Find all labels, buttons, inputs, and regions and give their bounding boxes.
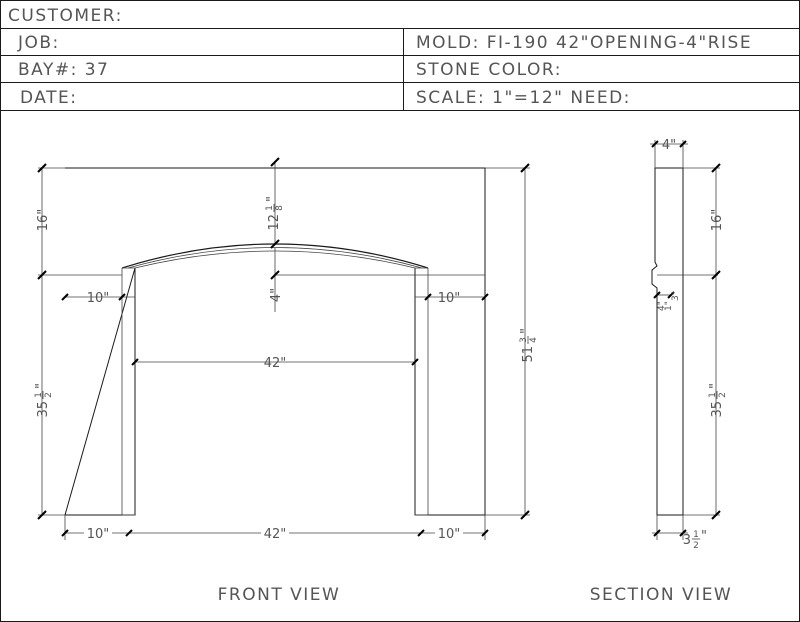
dim-tick [61,293,69,301]
dim-section-leg-height: 35 1 2 " [708,383,728,418]
dim-arch-rise-unit: " [265,196,280,202]
dim-section-leg-height-unit: " [708,383,723,389]
dim-tick [37,510,47,520]
dim-section-leg-height-whole: 35 [710,401,725,418]
dim-tick [411,358,419,366]
dim-tick [679,529,687,537]
dim-arch-rise-den: 8 [275,205,285,211]
dim-tick [270,157,280,167]
dim-section-leg-note-b: 3" [671,291,681,301]
dim-tick [711,510,721,520]
dim-arch-rise-whole: 12 [267,214,282,231]
dim-tick [711,163,721,173]
dim-tick [667,291,675,299]
dim-left-top-leg: 10" [87,291,110,306]
dim-left-bottom-leg: 10" [87,527,110,542]
dim-section-top-height: 16" [710,209,725,232]
dim-section-bottom-depth: 3 1 2 " [683,529,707,551]
dim-total-height-den: 4 [529,337,539,343]
dim-total-height-whole: 51 [521,346,536,363]
dim-right-top-leg: 10" [438,291,461,306]
dim-leg-height-num: 1 [34,392,44,398]
dim-section-leg-height-num: 1 [708,392,718,398]
job-label: JOB: [17,33,60,53]
dim-tick [711,270,721,280]
dim-leg-height: 35 1 2 " [34,383,54,418]
dim-tick [679,140,687,148]
dim-tick [651,140,659,148]
dim-section-leg-height-den: 2 [718,392,728,398]
dim-tick [520,510,530,520]
dim-section-bottom-depth-unit: " [701,529,707,544]
dim-tick [481,293,489,301]
dim-top-height: 16" [36,209,51,232]
dim-tick [37,163,47,173]
dim-label-mask [435,526,463,540]
dim-section-bottom-depth-whole: 3 [683,533,691,548]
dim-section-leg-note-a: 1" [664,301,674,311]
dim-tick [481,529,489,537]
dim-opening-bottom: 42" [264,527,287,542]
dim-tick [270,270,280,280]
section-view-caption: SECTION VIEW [590,585,733,605]
dim-tick [520,163,530,173]
dim-section-leg-depth-small: 4" [657,301,667,311]
dim-tick [653,291,661,299]
section-outline [651,167,684,516]
front-view-caption: FRONT VIEW [218,585,341,605]
dim-opening-mid: 42" [264,356,287,371]
dim-label-mask [261,526,289,540]
dim-total-height: 51 3 4 " [519,328,539,363]
dim-rise: 4" [269,288,284,302]
dim-tick [61,529,69,537]
customer-label: CUSTOMER: [8,6,123,26]
dim-leg-height-whole: 35 [36,401,51,418]
dim-leg-height-unit: " [34,383,49,389]
dim-section-top-depth: 4" [662,138,676,153]
dim-arch-rise-num: 1 [265,205,275,211]
dim-tick [125,529,133,537]
dim-section-bottom-depth-den: 2 [693,541,699,551]
front-view: 16" 35 1 2 " 12 1 8 " 4" 10" 10" [34,157,539,605]
mold-label: MOLD: FI-190 42"OPENING-4"RISE [416,33,752,53]
arch-mid [127,247,423,269]
dim-tick [270,239,280,249]
section-view: 4" 16" 35 1 2 " 4" 1" 3" 3 1 [590,138,733,605]
bay-label: BAY#: 37 [18,60,109,80]
dim-tick [131,358,139,366]
dim-tick [424,293,432,301]
dim-tick [37,270,47,280]
dim-label-mask [84,526,112,540]
dim-right-bottom-leg: 10" [438,527,461,542]
dim-section-bottom-depth-num: 1 [693,530,699,540]
dim-total-height-num: 3 [519,337,529,343]
date-label: DATE: [20,88,77,108]
dim-tick [118,293,126,301]
dim-tick [417,529,425,537]
dim-tick [653,529,661,537]
dim-leg-height-den: 2 [44,392,54,398]
stone-color-label: STONE COLOR: [416,60,562,80]
dim-total-height-unit: " [519,328,534,334]
scale-label: SCALE: 1"=12" NEED: [416,88,631,108]
dim-arch-rise: 12 1 8 " [265,196,285,231]
